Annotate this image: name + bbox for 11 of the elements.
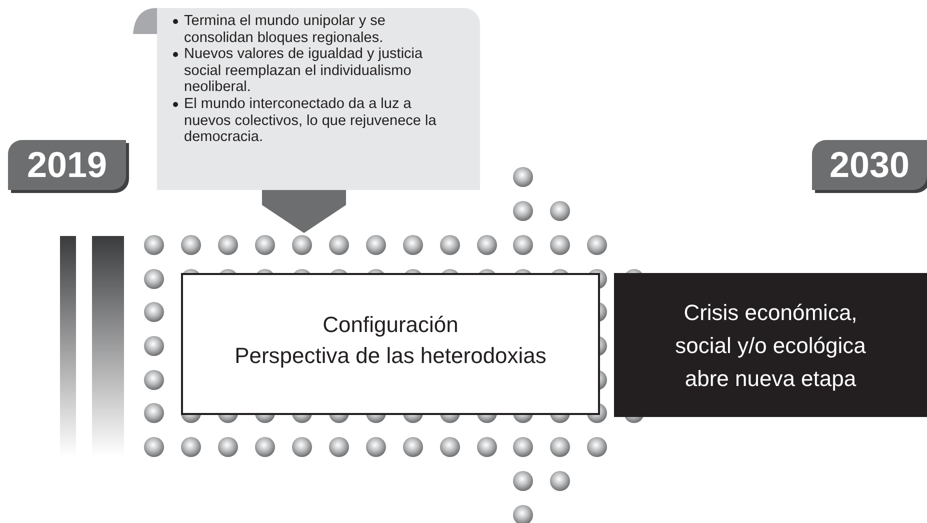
box-text: Configuración (322, 311, 458, 339)
box-text: Crisis económica, social y/o ecológica abre nueva etapa (674, 298, 867, 393)
bullet-text: Termina el mundo unipolar y se consolidan bloques regionales. (184, 13, 386, 46)
bullet-text: Nuevos valores de igualdad y justicia social reemplazan el individualismo neoliberal. (184, 46, 424, 96)
box-text: Perspectiva de las heterodoxias (234, 342, 546, 370)
outcome-box (614, 273, 927, 417)
pointer-arrow (262, 190, 346, 233)
year-tab: 2019 (8, 140, 126, 190)
year-tab: 2030 (812, 140, 927, 190)
process-box (181, 273, 600, 415)
bullet-text: El mundo interconectado da a luz a nuevos colectivos, lo que rejuvenece la democracia. (184, 96, 438, 146)
